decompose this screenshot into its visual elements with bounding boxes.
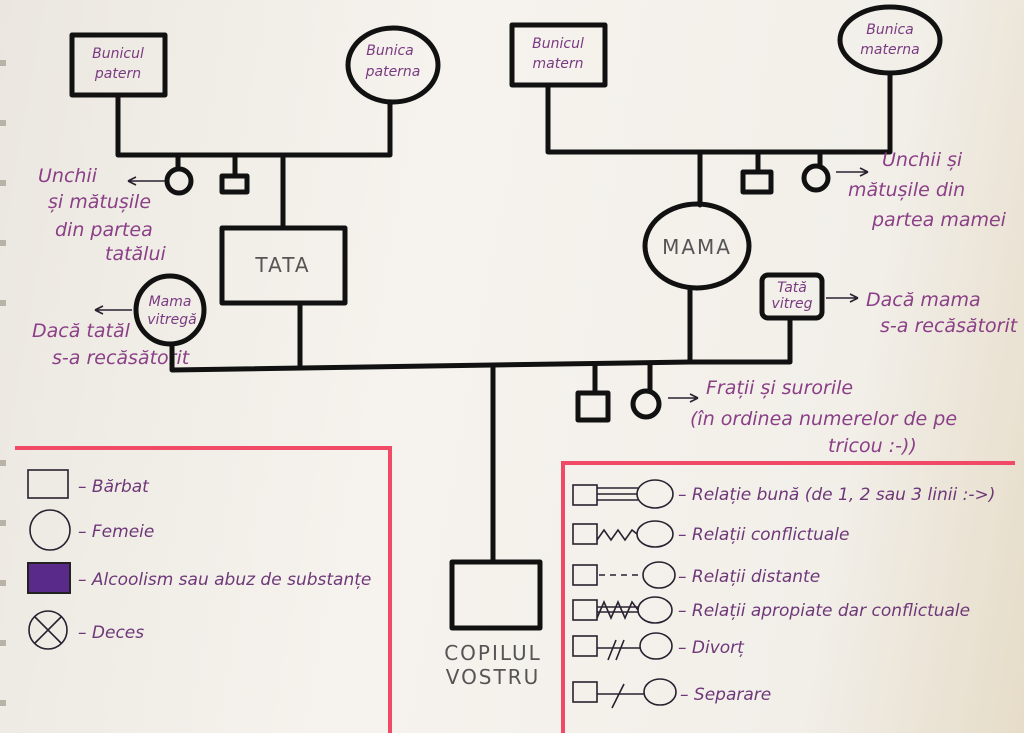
bunicul-patern-label-1: Bunicul — [92, 46, 144, 62]
mama-recasatorita-note-2: s-a recăsătorit — [880, 315, 1019, 337]
tata-node — [219, 225, 348, 306]
legend-symbol-label: – Femeie — [78, 522, 154, 542]
arrow-left-icon — [127, 176, 165, 186]
maternal-uncle-node — [740, 169, 774, 195]
legend-symbol-label: – Deces — [78, 623, 144, 643]
legend-relation-label: – Relații apropiate dar conflictuale — [678, 601, 970, 621]
arrow-right-icon — [836, 167, 869, 177]
binder-holes — [0, 60, 6, 706]
mama-vitrega-label-1: Mama — [149, 294, 192, 310]
unchi-tata-note-3: din partea — [55, 219, 153, 241]
legend-relation-label: – Relații distante — [678, 567, 820, 587]
legend-relation-label: – Relații conflictuale — [678, 525, 849, 545]
tata-recasatorit-note-1: Dacă tatăl — [32, 320, 131, 342]
sibling-brother-node — [575, 390, 611, 423]
mama-tata-vitreg-line — [687, 285, 793, 365]
male-symbol-icon — [27, 469, 69, 499]
frati-note-2: (în ordinea numerelor de pe — [690, 408, 957, 430]
mama-vitrega-node — [133, 273, 207, 347]
frati-note-1: Frații și surorile — [706, 377, 853, 399]
unchi-mama-note-2: mătușile din — [848, 179, 965, 201]
bunicul-matern-node — [509, 22, 608, 88]
unchi-mama-note-1: Unchii și — [882, 149, 963, 171]
maternal-grandparents-line — [545, 70, 893, 155]
arrow-left-icon — [94, 305, 132, 315]
tata-vitreg-label-2: vitreg — [772, 296, 813, 312]
copil-label-1: COPILUL — [444, 641, 542, 665]
bunica-paterna-label-1: Bunica — [366, 43, 414, 59]
bunica-materna-label-2: materna — [860, 42, 920, 58]
arrow-right-icon — [826, 293, 859, 303]
bunica-paterna-node — [345, 25, 441, 105]
legend-symbol-label: – Bărbat — [78, 477, 150, 497]
legend-relations-border — [561, 461, 1015, 733]
deceased-symbol-icon — [28, 610, 68, 650]
legend-relation-label: – Separare — [680, 685, 771, 705]
unchi-tata-note-1: Unchii — [38, 165, 98, 187]
bunica-materna-label-1: Bunica — [866, 22, 914, 38]
tata-vitreg-label-1: Tată — [777, 280, 807, 296]
parents-marriage-line — [169, 341, 693, 373]
legend-relation-label: – Divorț — [678, 638, 745, 658]
bunicul-patern-node — [69, 32, 168, 98]
female-symbol-icon — [29, 509, 71, 551]
close-conflict-relation-icon — [572, 596, 673, 624]
paternal-aunt-node — [164, 166, 194, 196]
unchi-tata-note-2: și mătușile — [48, 191, 151, 213]
mama-node — [642, 201, 752, 291]
copil-label-2: VOSTRU — [446, 665, 541, 689]
bunica-materna-node — [837, 4, 943, 76]
mama-label: MAMA — [662, 235, 732, 259]
conflict-relation-icon — [572, 520, 674, 548]
good-relation-icon — [572, 479, 674, 509]
tata-label: TATA — [254, 253, 310, 277]
paternal-uncle-node — [219, 173, 250, 195]
legend-relations: – Relație bună (de 1, 2 sau 3 linii :->)… — [572, 479, 995, 709]
legend-symbols-border — [15, 446, 392, 733]
separation-relation-icon — [572, 678, 677, 709]
copil-node — [449, 559, 543, 631]
sibling-sister-node — [630, 388, 662, 420]
bunicul-patern-label-2: patern — [94, 66, 141, 82]
bunicul-matern-label-1: Bunicul — [532, 36, 584, 52]
legend-symbol-label: – Alcoolism sau abuz de substanțe — [78, 570, 371, 590]
legend-relation-label: – Relație bună (de 1, 2 sau 3 linii :->) — [678, 485, 995, 505]
maternal-aunt-node — [801, 163, 831, 193]
mama-vitrega-label-2: vitregă — [147, 312, 197, 328]
unchi-tata-note-4: tatălui — [105, 243, 167, 265]
tata-recasatorit-note-2: s-a recăsătorit — [52, 347, 191, 369]
unchi-mama-note-3: partea mamei — [871, 209, 1007, 231]
legend-symbols: – Bărbat – Femeie – Alcoolism sau abuz d… — [27, 469, 371, 650]
distant-relation-icon — [572, 561, 676, 589]
frati-note-3: tricou :-)) — [828, 435, 917, 457]
paternal-grandparents-line — [115, 92, 393, 158]
bunicul-matern-label-2: matern — [533, 56, 584, 72]
divorce-relation-icon — [572, 632, 673, 661]
mama-recasatorita-note-1: Dacă mama — [866, 289, 981, 311]
arrow-right-icon — [668, 393, 699, 403]
substance-abuse-symbol-icon — [27, 562, 71, 594]
bunica-paterna-label-2: paterna — [365, 64, 421, 80]
